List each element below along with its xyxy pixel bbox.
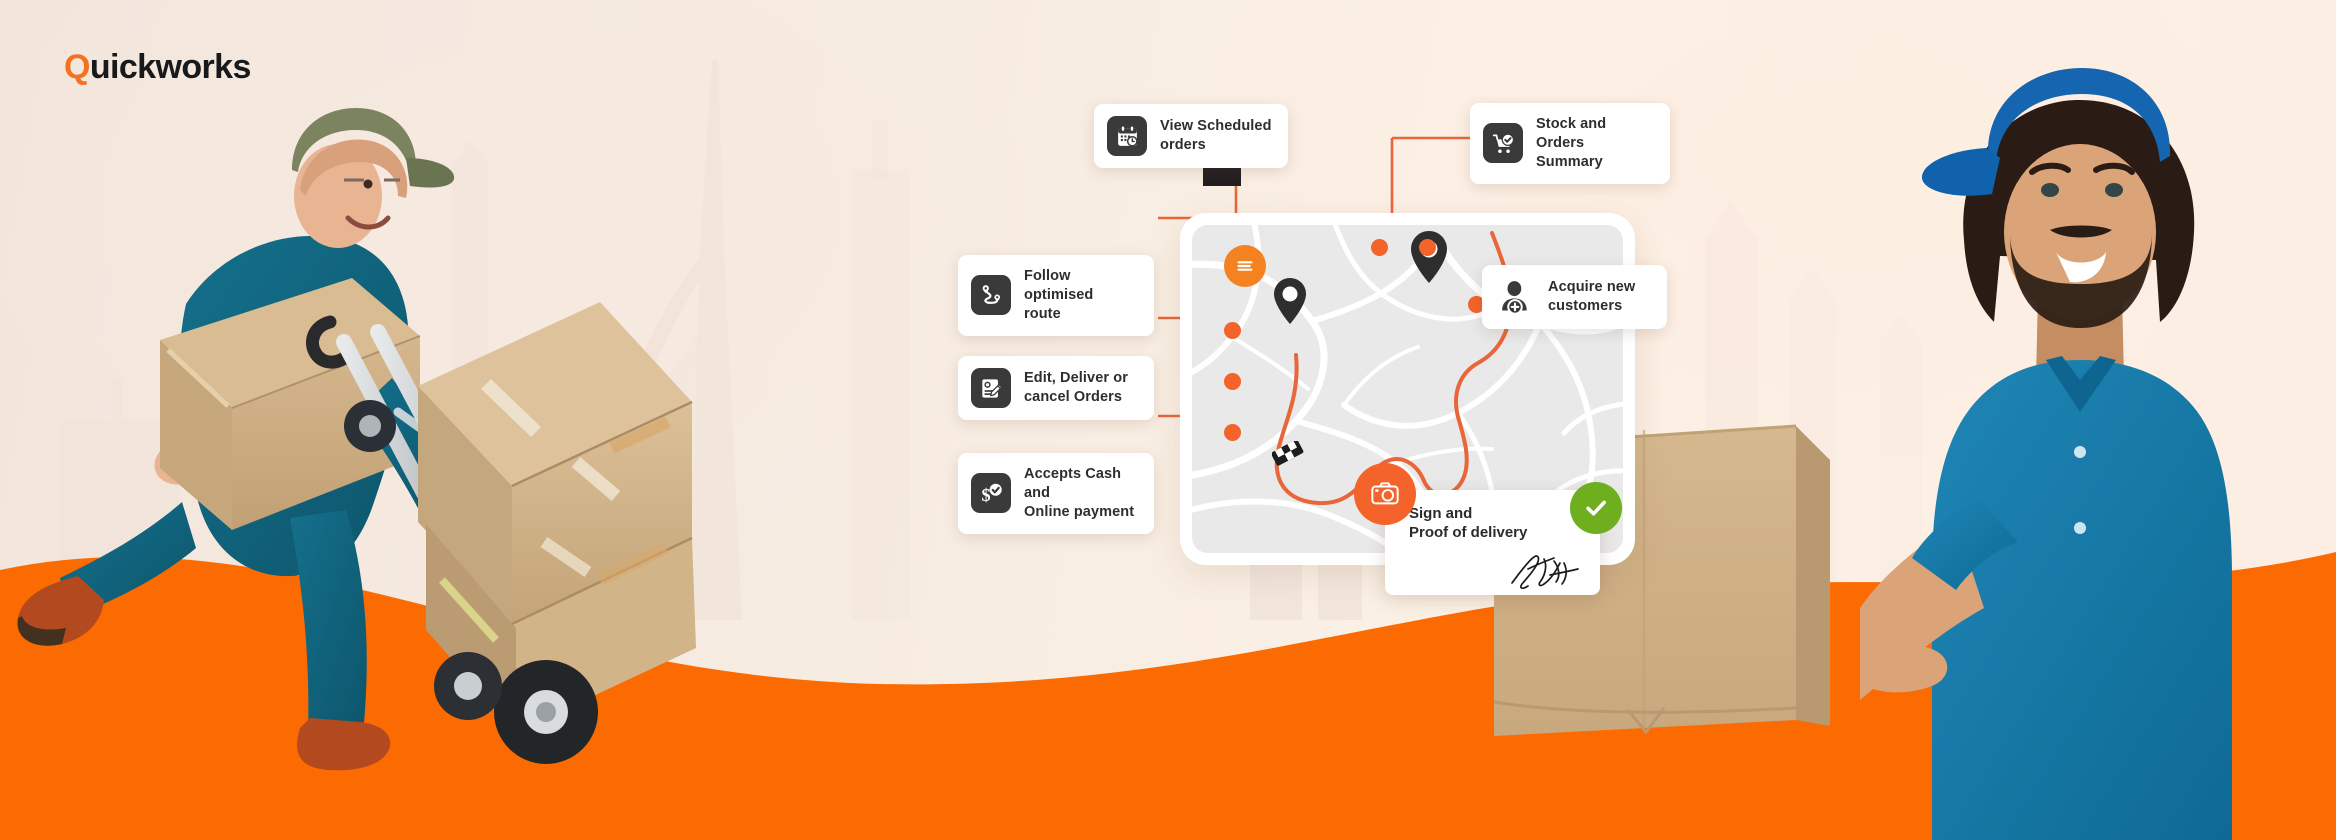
sign-proof-of-delivery-card[interactable]: Sign and Proof of delivery — [1385, 490, 1600, 595]
card-accepts-cash-online-payment[interactable]: $ Accepts Cash and Online payment — [958, 453, 1154, 534]
card-stock-and-orders-summary[interactable]: Stock and Orders Summary — [1470, 103, 1670, 184]
cart-check-icon — [1483, 123, 1523, 164]
check-glyph — [1586, 500, 1607, 516]
dollar-check-icon: $ — [971, 473, 1011, 514]
running-delivery-man — [17, 108, 475, 771]
user-plus-icon — [1495, 277, 1535, 317]
card-edit-deliver-cancel-orders[interactable]: Edit, Deliver or cancel Orders — [958, 356, 1154, 420]
connector-dot — [1468, 296, 1485, 313]
card-label: Accepts Cash and Online payment — [1024, 466, 1135, 520]
route-icon — [971, 275, 1011, 316]
card-label: Stock and Orders Summary — [1536, 116, 1607, 170]
hand-truck-dolly — [306, 302, 696, 764]
svg-text:$: $ — [981, 485, 990, 505]
checkered-flag-marker — [1272, 441, 1304, 466]
card-follow-optimised-route[interactable]: Follow optimised route — [958, 255, 1154, 336]
logo-initial: Q — [64, 48, 90, 86]
connector-dot — [1371, 239, 1388, 256]
calendar-clock-icon — [1107, 116, 1147, 156]
logo-wordmark: uickworks — [89, 48, 252, 86]
menu-lines — [1237, 261, 1253, 271]
card-acquire-new-customers[interactable]: Acquire new customers — [1482, 265, 1667, 329]
location-pin-icon[interactable] — [1410, 230, 1448, 284]
camera-icon[interactable] — [1354, 463, 1416, 525]
edit-document-icon — [971, 368, 1011, 408]
connector-dot — [1419, 239, 1436, 256]
connector-dot — [1224, 424, 1241, 441]
card-label: View Scheduled orders — [1160, 118, 1272, 153]
card-view-scheduled-orders[interactable]: View Scheduled orders — [1094, 104, 1288, 168]
location-pin-icon[interactable] — [1273, 277, 1307, 325]
sign-card-label: Sign and Proof of delivery — [1409, 505, 1528, 542]
card-label: Follow optimised route — [1024, 268, 1094, 322]
connector-dot — [1224, 373, 1241, 390]
card-label: Edit, Deliver or cancel Orders — [1024, 370, 1128, 405]
card-label: Acquire new customers — [1548, 279, 1636, 314]
hamburger-menu-icon[interactable] — [1224, 245, 1266, 287]
check-circle-icon — [1570, 482, 1622, 534]
handwritten-signature — [1511, 555, 1579, 590]
camera-glyph — [1371, 482, 1399, 505]
connector-dot — [1224, 322, 1241, 339]
smiling-courier — [1860, 68, 2232, 840]
